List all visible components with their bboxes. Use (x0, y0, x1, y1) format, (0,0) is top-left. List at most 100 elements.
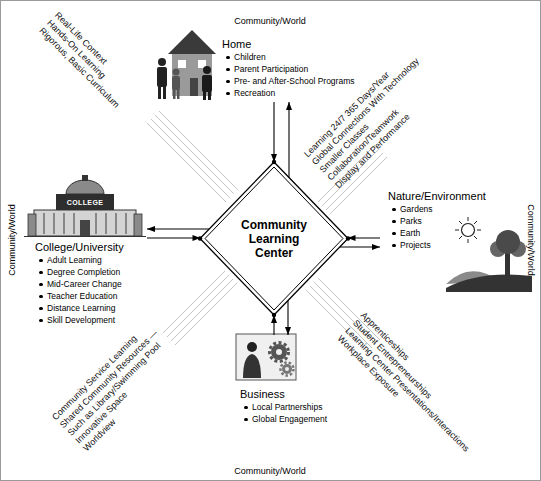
bullet-dot (244, 418, 248, 422)
college-door (80, 220, 90, 236)
person-body (172, 76, 180, 90)
bullet-dot (226, 92, 230, 96)
strand-line (147, 123, 226, 202)
college-building (34, 210, 136, 236)
border-label: Community/World (234, 466, 305, 477)
bullet-text: Distance Learning (47, 303, 116, 313)
college-dome (66, 180, 104, 194)
bullet-item: Parent Participation (222, 63, 362, 75)
bullet-text: Recreation (234, 88, 275, 98)
bullet-item: Earth (388, 227, 530, 239)
person-leg (163, 86, 166, 99)
vertex-dot (272, 313, 276, 317)
bullet-dot (392, 208, 396, 212)
bullet-item: Gardens (388, 203, 530, 215)
column-line (53, 213, 54, 234)
bullet-text: Local Partnerships (252, 402, 322, 412)
business-clipart (236, 334, 296, 380)
bullet-item: Degree Completion (35, 266, 147, 278)
tree-canopy (496, 230, 520, 254)
sun-ray (474, 221, 477, 224)
gear-hub (285, 367, 289, 371)
topic-heading: Business (240, 387, 342, 401)
gear (282, 364, 292, 374)
college-tower (134, 214, 142, 236)
topic-group: BusinessLocal PartnershipsGlobal Engagem… (232, 335, 342, 430)
bullet-text: Degree Completion (47, 267, 120, 277)
bullet-item: Recreation (222, 87, 362, 99)
college-tower (28, 214, 36, 236)
sun-rays (455, 217, 481, 243)
bullet-item: Global Engagement (240, 413, 342, 425)
college-clipart (24, 175, 146, 237)
gear-teeth (281, 363, 294, 376)
bullet-dot (392, 232, 396, 236)
topic-heading: Nature/Environment (388, 189, 530, 203)
bullet-text: Projects (400, 240, 431, 250)
topic-group: College/UniversityAdult LearningDegree C… (28, 172, 147, 327)
bullet-text: Earth (400, 228, 420, 238)
bullet-text: Skill Development (47, 315, 115, 325)
bullet-text: Adult Learning (47, 255, 102, 265)
person-leg (177, 89, 180, 99)
bullet-dot (226, 80, 230, 84)
bullet-item: Projects (388, 239, 530, 251)
person-head (173, 69, 180, 76)
flow-arrow (288, 102, 289, 178)
person-head (247, 342, 257, 352)
flow-arrow (273, 315, 274, 335)
person-leg (203, 91, 206, 100)
sun-ray (455, 230, 459, 231)
bullet-dot (244, 406, 248, 410)
bullet-dot (226, 56, 230, 60)
person-leg (173, 89, 176, 99)
border-label: Community/World (525, 204, 536, 275)
hub-diamond: Community Learning Center (200, 162, 348, 315)
sun-ray (459, 221, 462, 224)
bullet-item: Distance Learning (35, 302, 147, 314)
diamond-outer (200, 162, 348, 315)
gear (271, 344, 287, 360)
diagonal-label: Learning Center Presentations/Interactio… (343, 326, 472, 455)
column-line (115, 213, 116, 234)
house-window (178, 60, 186, 68)
sun-ray (468, 217, 469, 221)
ground (446, 275, 532, 293)
strand-line (151, 119, 230, 198)
vertex-dot (198, 236, 202, 240)
column-line (95, 213, 96, 234)
diagonal-label-group: Learning 24/7 365 Days/YearGlobal Connec… (302, 48, 445, 191)
house-door (190, 78, 198, 96)
diagonal-label: Student Entrepreneurships (350, 318, 479, 447)
bullet-text: Teacher Education (47, 291, 117, 301)
strand-line (175, 283, 237, 345)
flow-arrow (147, 237, 200, 238)
flow-arrow (273, 102, 274, 162)
bullet-text: Parent Participation (234, 64, 308, 74)
house-roof (168, 30, 216, 54)
bullet-item: Children (222, 51, 362, 63)
sun-ray (474, 236, 477, 239)
bullet-item: Teacher Education (35, 290, 147, 302)
person-leg (158, 86, 161, 99)
flow-arrow (147, 228, 209, 229)
bullet-item: Parks (388, 215, 530, 227)
bullet-text: Global Engagement (252, 414, 327, 424)
border-label: Community/World (7, 204, 18, 275)
diagonal-label-group: ApprenticeshipsStudent Entrepreneurships… (335, 310, 487, 462)
bullet-text: Mid-Career Change (47, 279, 122, 289)
home-clipart (157, 30, 216, 100)
strand-line (155, 115, 234, 194)
vertex-dot (346, 236, 350, 240)
bullet-dot (226, 68, 230, 72)
topic-group: Nature/EnvironmentGardensParksEarthProje… (380, 184, 530, 292)
diagonal-label-group: Real-Life ContextHands-On LearningRigoro… (37, 10, 137, 110)
column-line (63, 213, 64, 234)
person-body (202, 75, 212, 92)
bullet-dot (39, 259, 43, 263)
hub-title: Community Learning Center (236, 218, 312, 260)
bullet-dot (39, 307, 43, 311)
column-line (125, 213, 126, 234)
